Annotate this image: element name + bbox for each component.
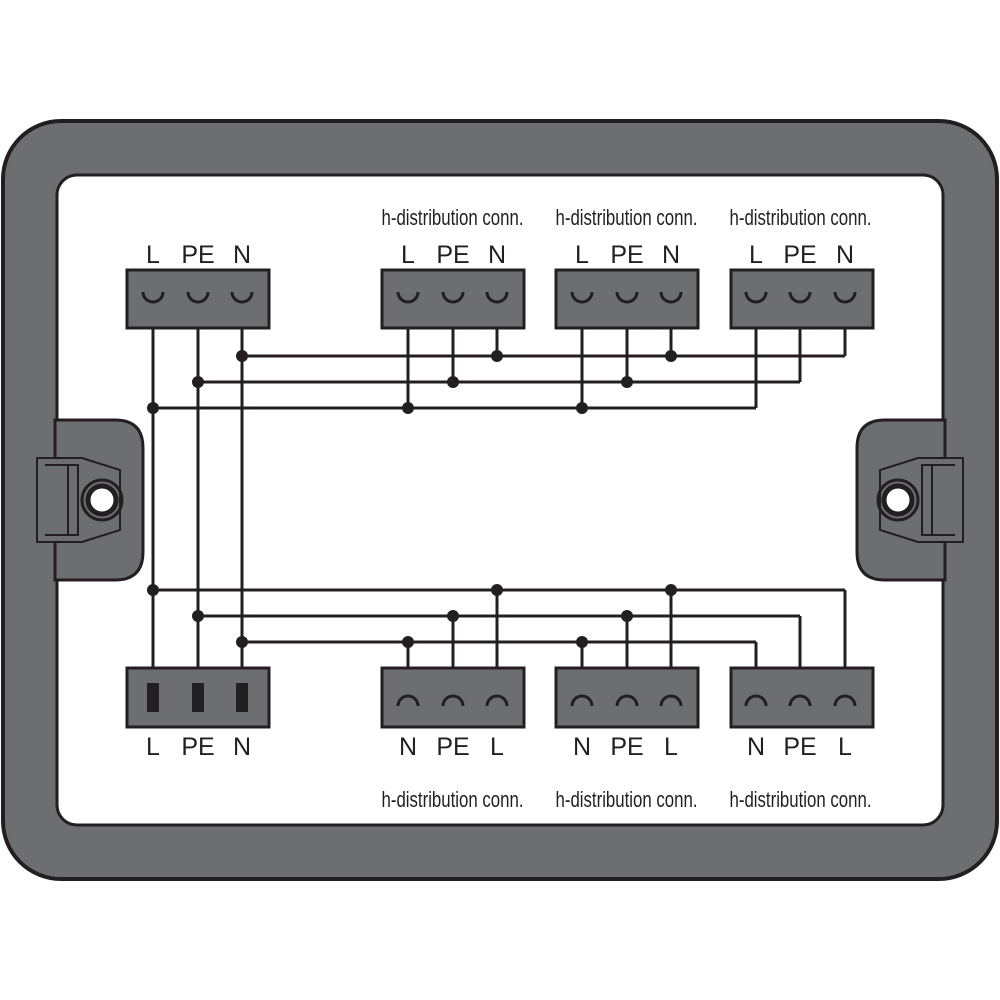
socket-contact-icon — [788, 291, 812, 304]
socket-contact-icon — [186, 291, 210, 304]
socket-contact-icon — [659, 291, 683, 304]
junction-dot — [236, 350, 248, 362]
socket-contact-icon — [441, 694, 465, 707]
junction-dot — [576, 636, 588, 648]
junction-dot — [147, 402, 159, 414]
output-connector-top — [729, 268, 875, 330]
terminal-label: PE — [181, 241, 214, 269]
output-connector-top — [380, 268, 526, 330]
plug-pin-icon — [147, 683, 159, 712]
junction-dot — [665, 350, 677, 362]
connector-caption: h-distribution conn. — [730, 787, 872, 812]
plug-pin-icon — [192, 683, 204, 712]
connector-caption: h-distribution conn. — [556, 205, 698, 230]
mounting-ear-icon — [36, 457, 124, 543]
terminal-label: N — [488, 241, 506, 269]
socket-contact-icon — [570, 694, 594, 707]
terminal-label: L — [490, 733, 504, 761]
junction-dot — [402, 402, 414, 414]
socket-contact-icon — [788, 694, 812, 707]
socket-contact-icon — [485, 694, 509, 707]
terminal-label: PE — [783, 241, 816, 269]
socket-contact-icon — [744, 694, 768, 707]
junction-dot — [491, 350, 503, 362]
socket-contact-icon — [396, 291, 420, 304]
terminal-label: N — [836, 241, 854, 269]
terminal-label: L — [146, 733, 160, 761]
socket-contact-icon — [615, 291, 639, 304]
terminal-label: N — [233, 733, 251, 761]
terminal-label: PE — [610, 733, 643, 761]
socket-contact-icon — [744, 291, 768, 304]
junction-dot — [447, 610, 459, 622]
socket-contact-icon — [141, 291, 165, 304]
terminal-label: L — [146, 241, 160, 269]
terminal-label: N — [399, 733, 417, 761]
junction-dot — [236, 636, 248, 648]
terminal-label: L — [401, 241, 415, 269]
plug-pin-icon — [236, 683, 248, 712]
junction-dot — [491, 584, 503, 596]
terminal-label: PE — [783, 733, 816, 761]
junction-dot — [621, 376, 633, 388]
junction-dot — [402, 636, 414, 648]
socket-contact-icon — [833, 291, 857, 304]
terminal-label: N — [662, 241, 680, 269]
socket-contact-icon — [485, 291, 509, 304]
terminal-label: L — [575, 241, 589, 269]
connector-caption: h-distribution conn. — [556, 787, 698, 812]
junction-dot — [621, 610, 633, 622]
output-connector-top — [554, 268, 700, 330]
junction-dot — [665, 584, 677, 596]
terminal-label: L — [838, 733, 852, 761]
terminal-label: PE — [181, 733, 214, 761]
connector-caption: h-distribution conn. — [730, 205, 872, 230]
mounting-ear-icon — [876, 457, 964, 543]
terminal-label: PE — [436, 241, 469, 269]
connector-caption: h-distribution conn. — [382, 787, 524, 812]
terminal-label: PE — [610, 241, 643, 269]
socket-contact-icon — [833, 694, 857, 707]
terminal-label: N — [573, 733, 591, 761]
socket-contact-icon — [570, 291, 594, 304]
junction-dot — [576, 402, 588, 414]
socket-contact-icon — [396, 694, 420, 707]
socket-contact-icon — [230, 291, 254, 304]
socket-contact-icon — [615, 694, 639, 707]
socket-contact-icon — [659, 694, 683, 707]
socket-contact-icon — [441, 291, 465, 304]
junction-dot — [147, 584, 159, 596]
terminal-label: N — [747, 733, 765, 761]
junction-dot — [192, 376, 204, 388]
input-socket-connector — [125, 268, 271, 330]
terminal-label: L — [749, 241, 763, 269]
connector-caption: h-distribution conn. — [382, 205, 524, 230]
terminal-label: N — [233, 241, 251, 269]
terminal-label: PE — [436, 733, 469, 761]
junction-dot — [192, 610, 204, 622]
terminal-label: L — [664, 733, 678, 761]
junction-dot — [447, 376, 459, 388]
